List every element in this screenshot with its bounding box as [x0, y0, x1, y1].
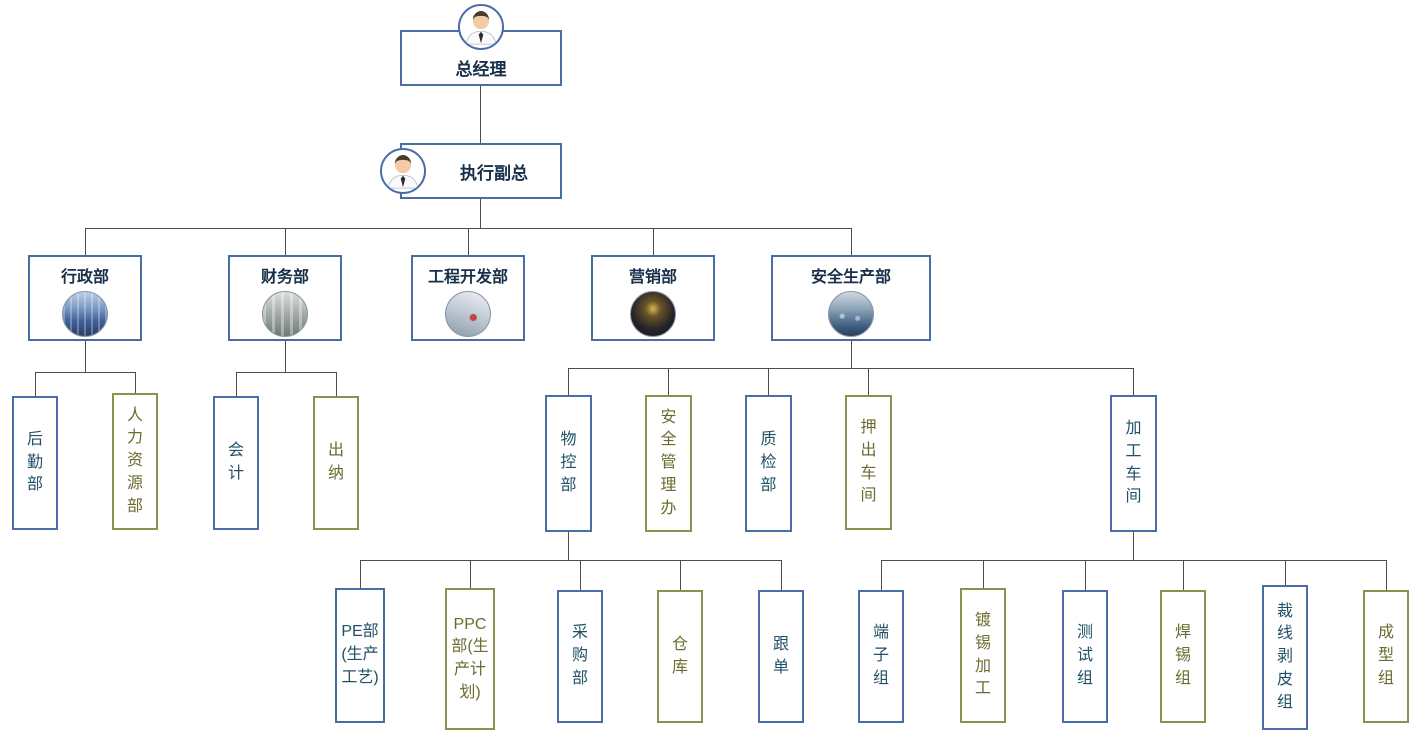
node-label: 物控部: [560, 431, 577, 494]
node-label: PE部(生产工艺): [341, 623, 379, 686]
connector-line: [236, 372, 237, 396]
factory-floor-photo: [828, 291, 874, 337]
node-label: 会计: [227, 442, 244, 482]
node-label: 镀锡加工: [974, 612, 991, 698]
node-logistics: 后勤部: [12, 396, 58, 530]
node-label: 裁线剥皮组: [1276, 602, 1293, 711]
node-accounting: 会计: [213, 396, 259, 530]
connector-line: [468, 228, 469, 255]
node-molding-group: 成型组: [1363, 590, 1409, 723]
connector-line: [35, 372, 36, 396]
connector-line: [480, 86, 481, 143]
node-tinning-group: 镀锡加工: [960, 588, 1006, 723]
connector-line: [1133, 532, 1134, 560]
node-cashier: 出纳: [313, 396, 359, 530]
node-processing-workshop: 加工车间: [1110, 395, 1157, 532]
connector-line: [680, 560, 681, 590]
connector-line: [85, 341, 86, 372]
marketing-storefront-photo: [630, 291, 676, 337]
node-label: 安全生产部: [810, 269, 891, 286]
node-label: 出纳: [327, 442, 344, 482]
node-terminal-group: 端子组: [858, 590, 904, 723]
node-material-control: 物控部: [545, 395, 592, 532]
connector-line: [580, 560, 581, 590]
node-label: 端子组: [872, 624, 889, 687]
node-executive-vp: 执行副总: [400, 143, 562, 199]
connector-line: [768, 368, 769, 395]
node-quality-inspection: 质检部: [745, 395, 792, 532]
connector-line: [568, 368, 1133, 369]
connector-line: [480, 199, 481, 228]
node-hr: 人力资源部: [112, 393, 158, 530]
connector-line: [568, 368, 569, 395]
node-label: 后勤部: [26, 430, 43, 494]
finance-office-photo: [262, 291, 308, 337]
node-label: 财务部: [260, 269, 309, 286]
node-label: 焊锡组: [1174, 624, 1191, 687]
node-wire-cutting-stripping-group: 裁线剥皮组: [1262, 585, 1308, 730]
node-label: 营销部: [628, 269, 677, 286]
node-label: PPC部(生产计划): [451, 615, 489, 701]
connector-line: [236, 372, 336, 373]
connector-line: [653, 228, 654, 255]
node-dept-marketing: 营销部: [591, 255, 715, 341]
node-order-follow-up: 跟单: [758, 590, 804, 723]
node-label: 采购部: [571, 624, 588, 687]
connector-line: [1085, 560, 1086, 590]
person-avatar-icon: [458, 4, 504, 50]
node-dept-finance: 财务部: [228, 255, 342, 341]
connector-line: [336, 372, 337, 396]
node-label: 测试组: [1076, 624, 1093, 687]
node-dept-engineering: 工程开发部: [411, 255, 525, 341]
node-pe-dept: PE部(生产工艺): [335, 588, 385, 723]
connector-line: [851, 341, 852, 368]
connector-line: [851, 228, 852, 255]
node-safety-management-office: 安全管理办: [645, 395, 692, 532]
node-label: 跟单: [772, 635, 789, 676]
node-testing-group: 测试组: [1062, 590, 1108, 723]
node-extrusion-workshop: 押出车间: [845, 395, 892, 530]
node-label: 工程开发部: [427, 269, 508, 286]
connector-line: [868, 368, 869, 395]
connector-line: [1386, 560, 1387, 590]
connector-line: [135, 372, 136, 396]
connector-line: [360, 560, 361, 588]
connector-line: [1133, 368, 1134, 395]
connector-line: [1183, 560, 1184, 590]
node-label: 行政部: [60, 269, 109, 286]
node-label: 安全管理办: [660, 408, 677, 517]
node-label: 质检部: [760, 431, 777, 494]
person-avatar-icon: [380, 148, 426, 194]
connector-line: [668, 368, 669, 395]
connector-line: [35, 372, 135, 373]
connector-line: [470, 560, 471, 588]
connector-line: [1285, 560, 1286, 585]
node-label: 押出车间: [860, 419, 877, 505]
connector-line: [360, 560, 781, 561]
connector-line: [781, 560, 782, 590]
connector-line: [568, 532, 569, 560]
node-dept-safety: 安全生产部: [771, 255, 931, 341]
node-ppc-dept: PPC部(生产计划): [445, 588, 495, 730]
engineering-machinery-photo: [445, 291, 491, 337]
node-procurement: 采购部: [557, 590, 603, 723]
node-soldering-group: 焊锡组: [1160, 590, 1206, 723]
node-label: 仓库: [671, 635, 688, 676]
connector-line: [881, 560, 1386, 561]
node-label: 人力资源部: [126, 406, 143, 515]
connector-line: [881, 560, 882, 590]
admin-building-photo: [62, 291, 108, 337]
node-warehouse: 仓库: [657, 590, 703, 723]
connector-line: [85, 228, 86, 255]
node-dept-admin: 行政部: [28, 255, 142, 341]
connector-line: [285, 228, 286, 255]
node-label: 成型组: [1377, 624, 1394, 687]
connector-line: [983, 560, 984, 588]
node-label: 加工车间: [1125, 420, 1142, 506]
node-label: 总经理: [455, 59, 507, 79]
node-label: 执行副总: [460, 163, 528, 183]
connector-line: [285, 341, 286, 372]
